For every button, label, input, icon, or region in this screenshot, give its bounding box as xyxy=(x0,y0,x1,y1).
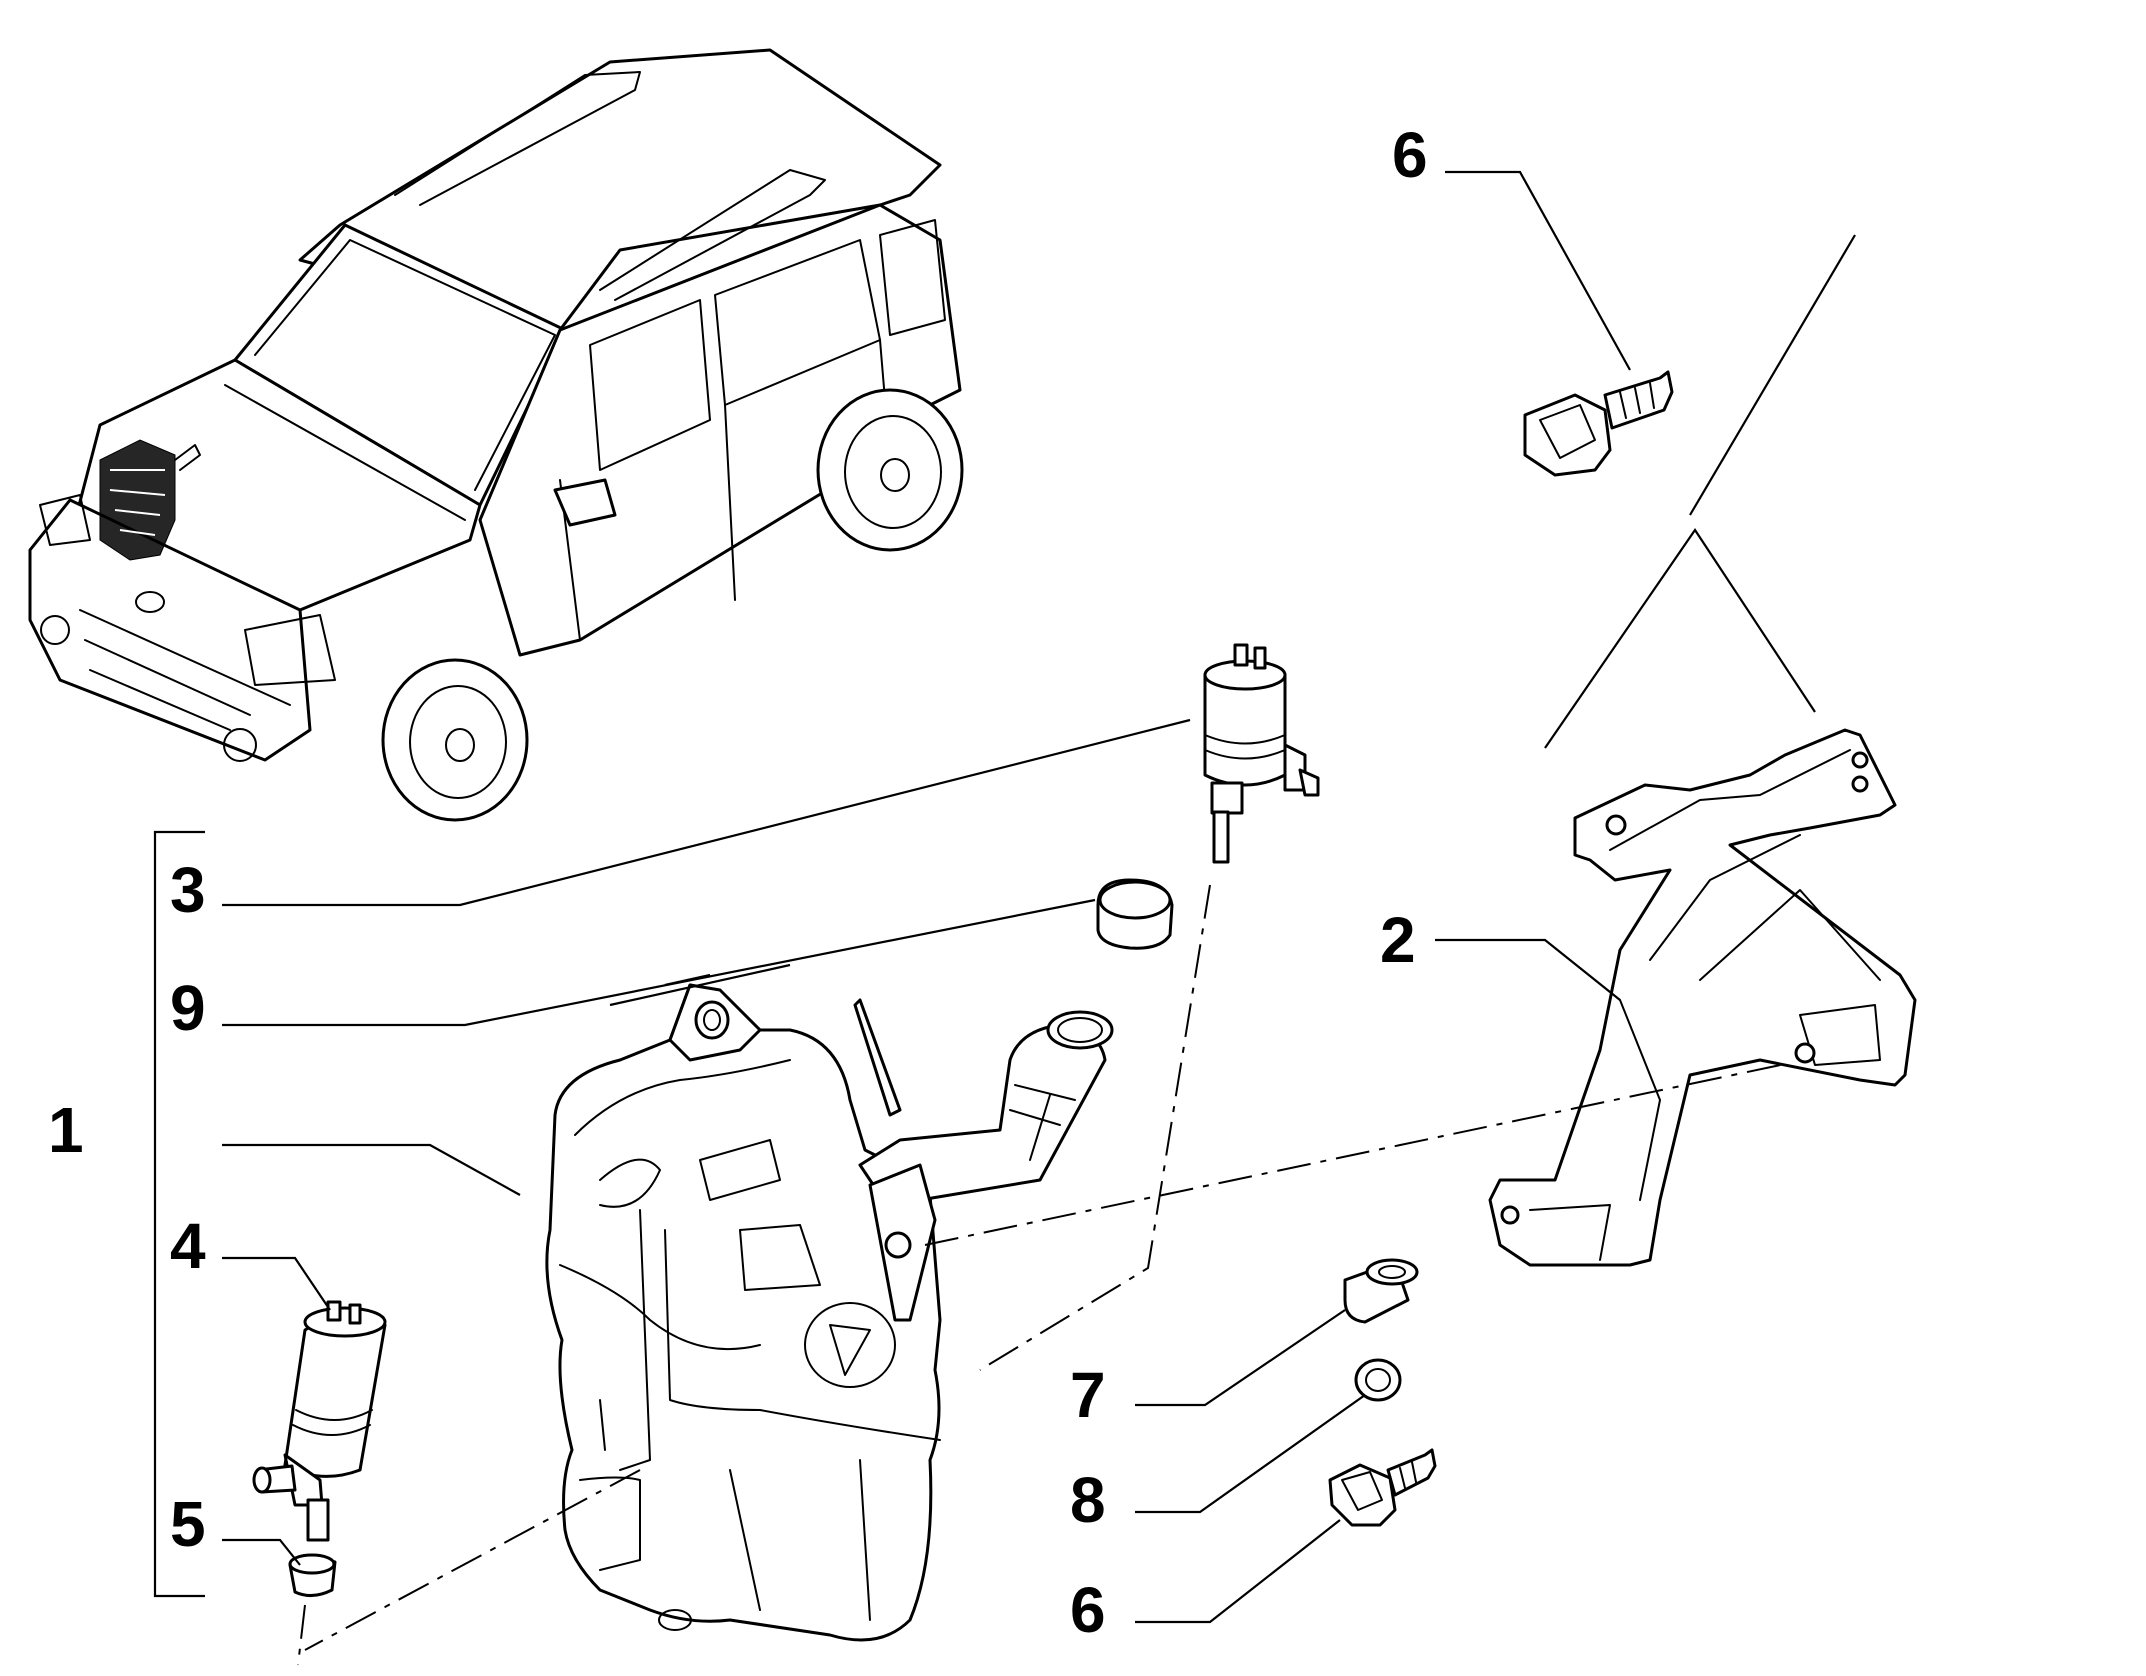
washer-pump-lower xyxy=(252,1300,387,1542)
callout-labels: 3 9 1 4 5 2 6 7 8 6 xyxy=(48,119,1428,1646)
callout-9: 9 xyxy=(170,972,206,1044)
washer-fluid-reservoir xyxy=(545,983,1114,1642)
callout-6-bottom: 6 xyxy=(1070,1574,1106,1646)
hex-flange-bolt-top xyxy=(1523,370,1674,477)
assembly-dash-lines xyxy=(297,884,1791,1666)
reservoir-cap-plug xyxy=(1096,878,1174,950)
callout-8: 8 xyxy=(1070,1464,1106,1536)
vehicle-illustration xyxy=(28,48,964,822)
washer-pump-upper xyxy=(1203,643,1320,864)
hex-flange-bolt-bottom xyxy=(1328,1448,1437,1527)
reservoir-mounting-bracket xyxy=(1488,728,1917,1267)
callout-3: 3 xyxy=(170,854,206,926)
callout-4: 4 xyxy=(170,1210,206,1282)
callout-7: 7 xyxy=(1070,1359,1106,1431)
callout-5: 5 xyxy=(170,1488,206,1560)
pump-grommet xyxy=(288,1553,337,1597)
group-bracket xyxy=(153,830,205,1598)
washer-ring xyxy=(1354,1358,1402,1402)
rivet-nut xyxy=(1343,1258,1419,1324)
leader-lines xyxy=(222,170,1856,1624)
callout-6-top: 6 xyxy=(1392,119,1428,191)
callout-1: 1 xyxy=(48,1094,84,1166)
callout-2: 2 xyxy=(1380,904,1416,976)
